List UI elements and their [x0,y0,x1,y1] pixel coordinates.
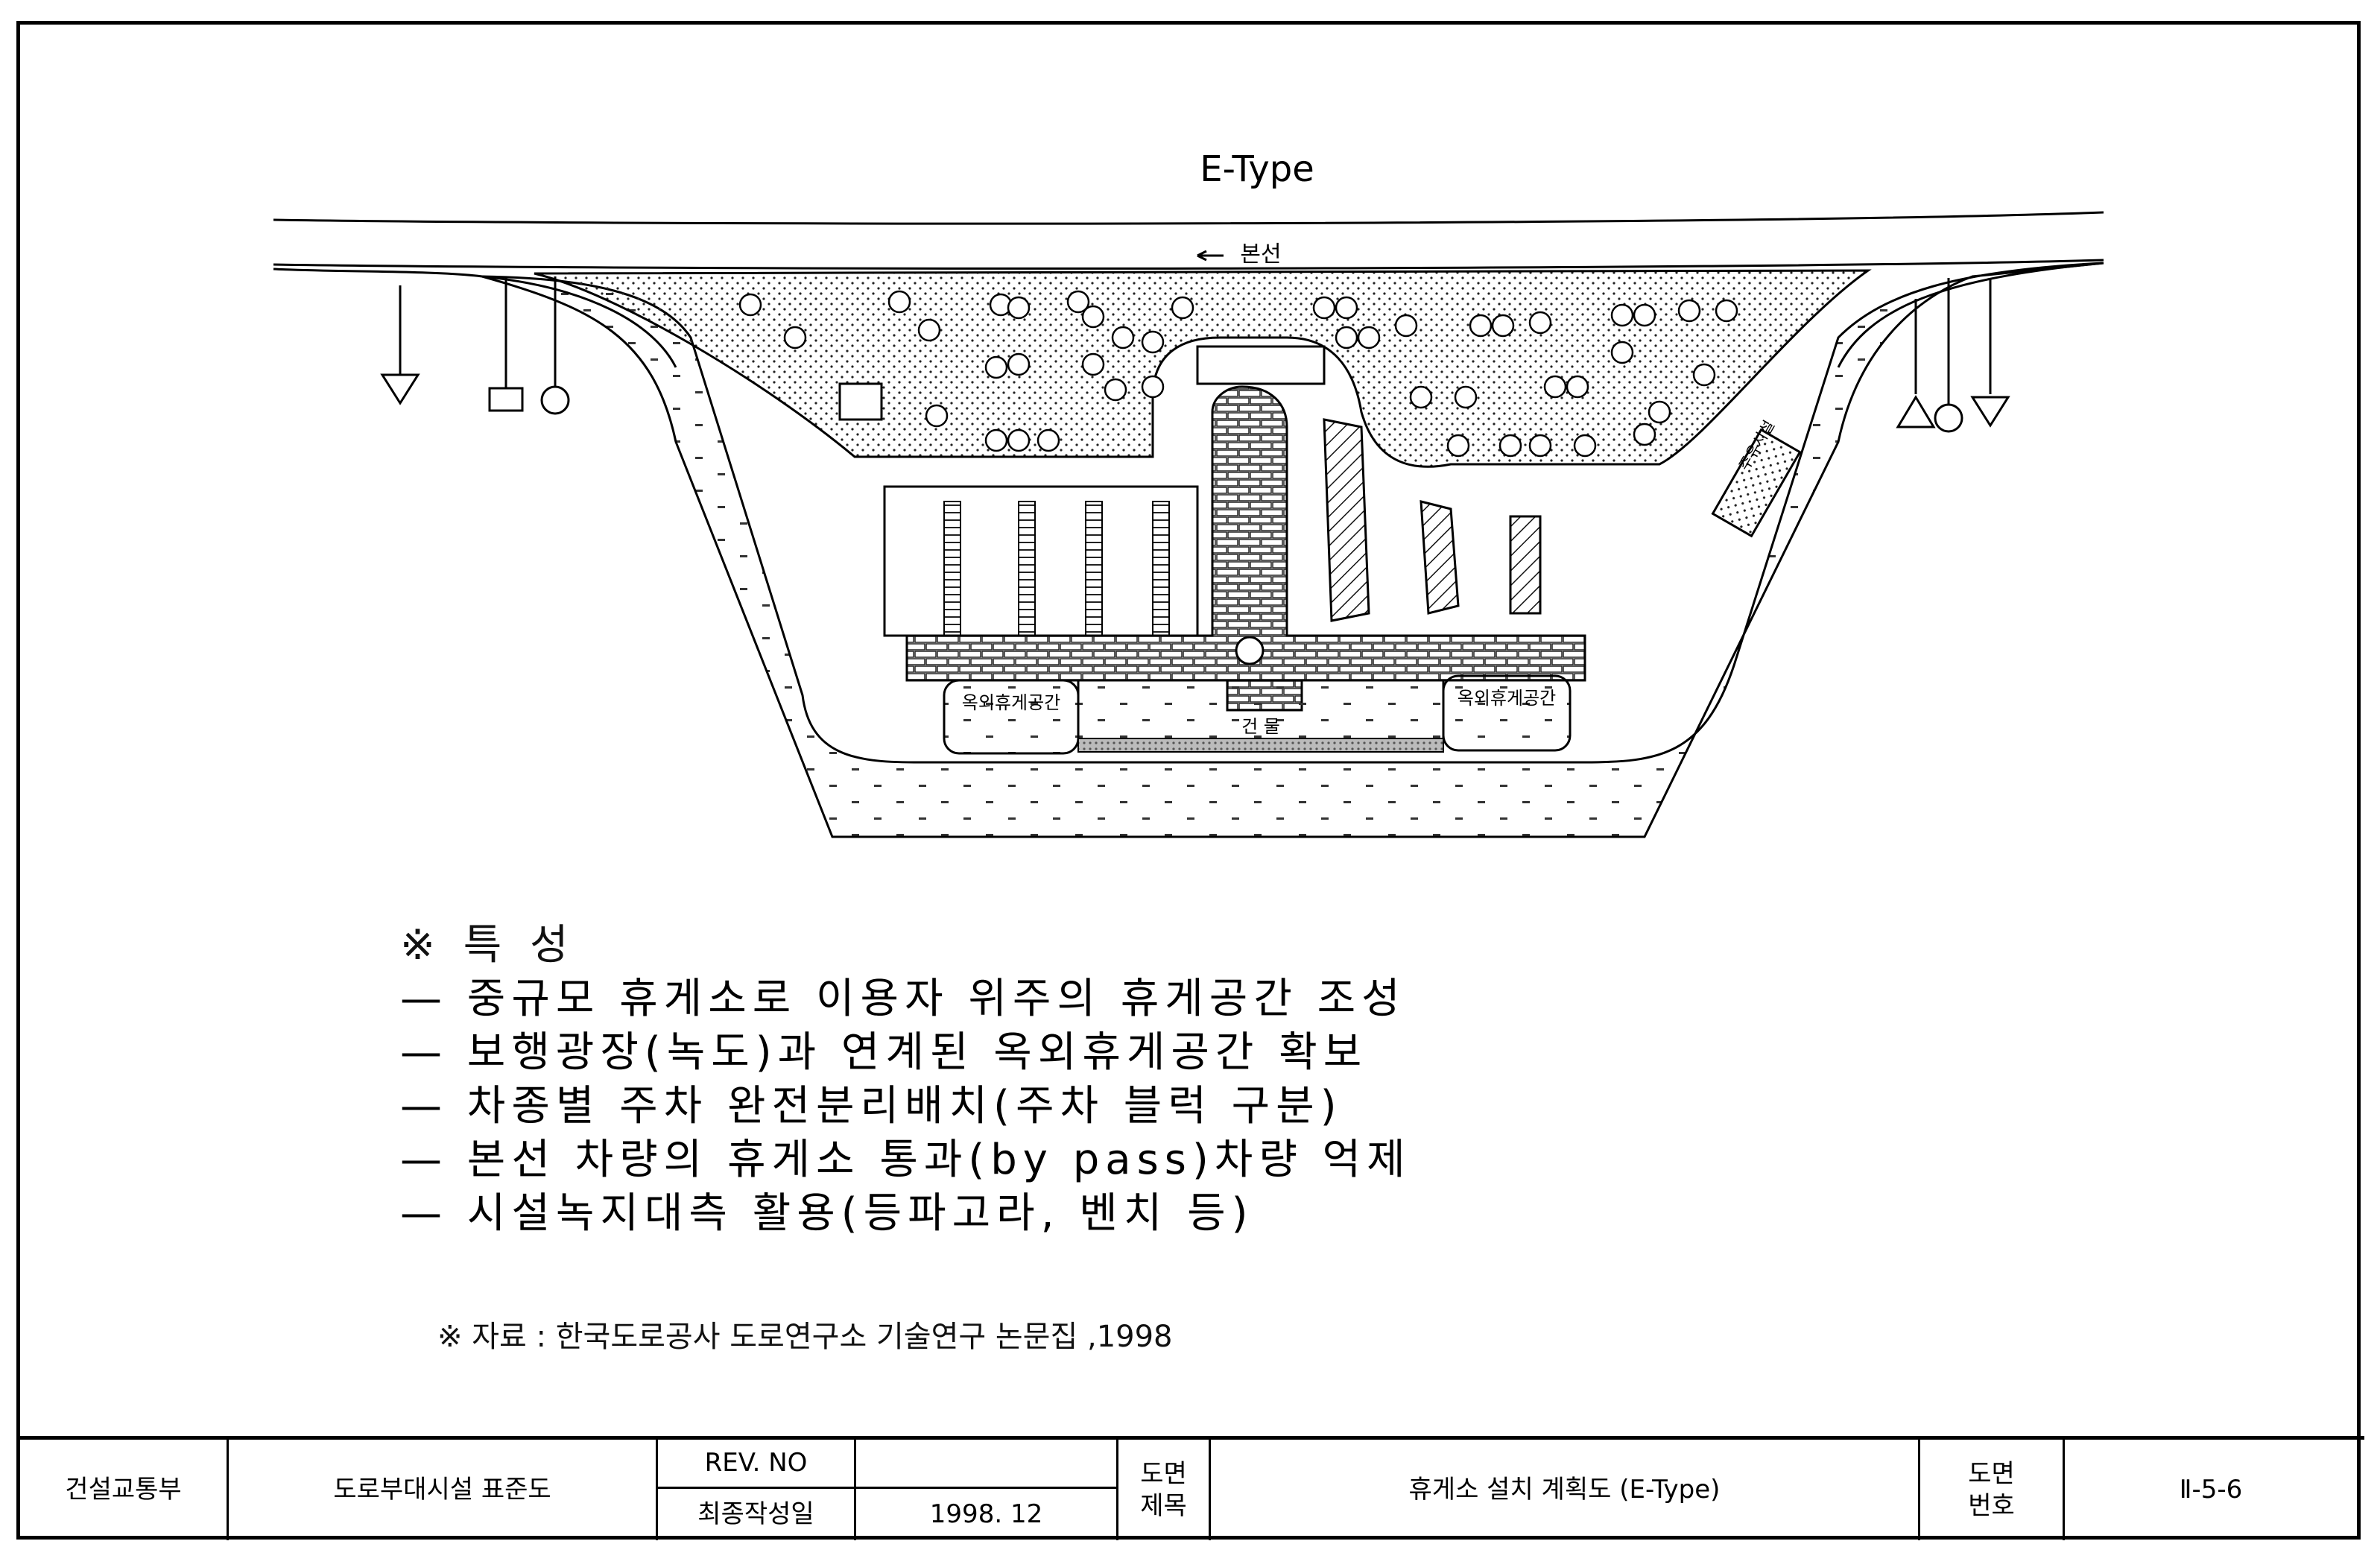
features-heading: ※ 특 성 [400,921,576,969]
drawing-sheet: E-Type 본선 [16,21,2364,1540]
gas-station [1711,428,1802,538]
facility-box-center [1196,345,1326,385]
feature-item-5: — 시설녹지대측 활용(등파고라, 벤치 등) [400,1189,1254,1238]
title-block: 건설교통부 도로부대시설 표준도 REV. NO 최종작성일 1998. 12 … [20,1436,2364,1540]
plaza-fountain-icon [1235,636,1265,665]
standard-cell: 도로부대시설 표준도 [229,1440,658,1540]
service-building [1077,679,1445,741]
outdoor-rest-left-label: 옥외휴게공간 [962,692,1060,713]
feature-item-3: — 차종별 주차 완전분리배치(주차 블럭 구분) [400,1082,1343,1130]
outdoor-rest-right-label: 옥외휴게공간 [1458,688,1556,709]
drawing-title-label-cell: 도면 제목 [1118,1440,1211,1540]
drawing-no-cell: Ⅱ-5-6 [2179,1475,2243,1505]
outdoor-rest-right [1442,674,1572,752]
rev-label-cell: REV. NO [658,1440,856,1489]
drawing-no-label-cell: 도면 번호 [1920,1440,2065,1540]
mainline-arrow-icon [1197,250,1224,262]
large-vehicle-stalls [1323,418,1542,622]
drawing-title: E-Type [1200,148,1314,190]
rest-area-site-plan: E-Type 본선 [273,148,2104,838]
tree-icons [738,290,1738,458]
ministry-cell: 건설교통부 [20,1440,229,1540]
green-buffer-zone [534,269,1872,468]
building-label: 건 물 [1241,716,1280,737]
drawing-title-cell: 휴게소 설치 계획도 (E-Type) [1211,1440,1920,1540]
source-note: ※ 자료 : 한국도로공사 도로연구소 기술연구 논문집 ,1998 [437,1320,1173,1354]
site-boundary [481,262,2104,838]
feature-item-1: — 중규모 휴게소로 이용자 위주의 휴게공간 조성 [400,975,1406,1023]
road-signs-right [1896,278,2010,433]
parking-stalls [943,501,1170,636]
outdoor-rest-left [943,679,1080,755]
mainline-road [273,211,2104,278]
date-value-cell: 1998. 12 [856,1489,1118,1540]
date-label-cell: 최종작성일 [658,1489,856,1540]
rev-value-cell [856,1440,1118,1489]
car-parking-area [883,485,1199,637]
feature-item-4: — 본선 차량의 휴게소 통과(by pass)차량 억제 [400,1136,1411,1184]
feature-item-2: — 보행광장(녹도)과 연계된 옥외휴게공간 확보 [400,1028,1368,1077]
road-signs-left [380,276,570,415]
facility-box-left [838,382,883,421]
mainline-label: 본선 [1240,241,1281,268]
